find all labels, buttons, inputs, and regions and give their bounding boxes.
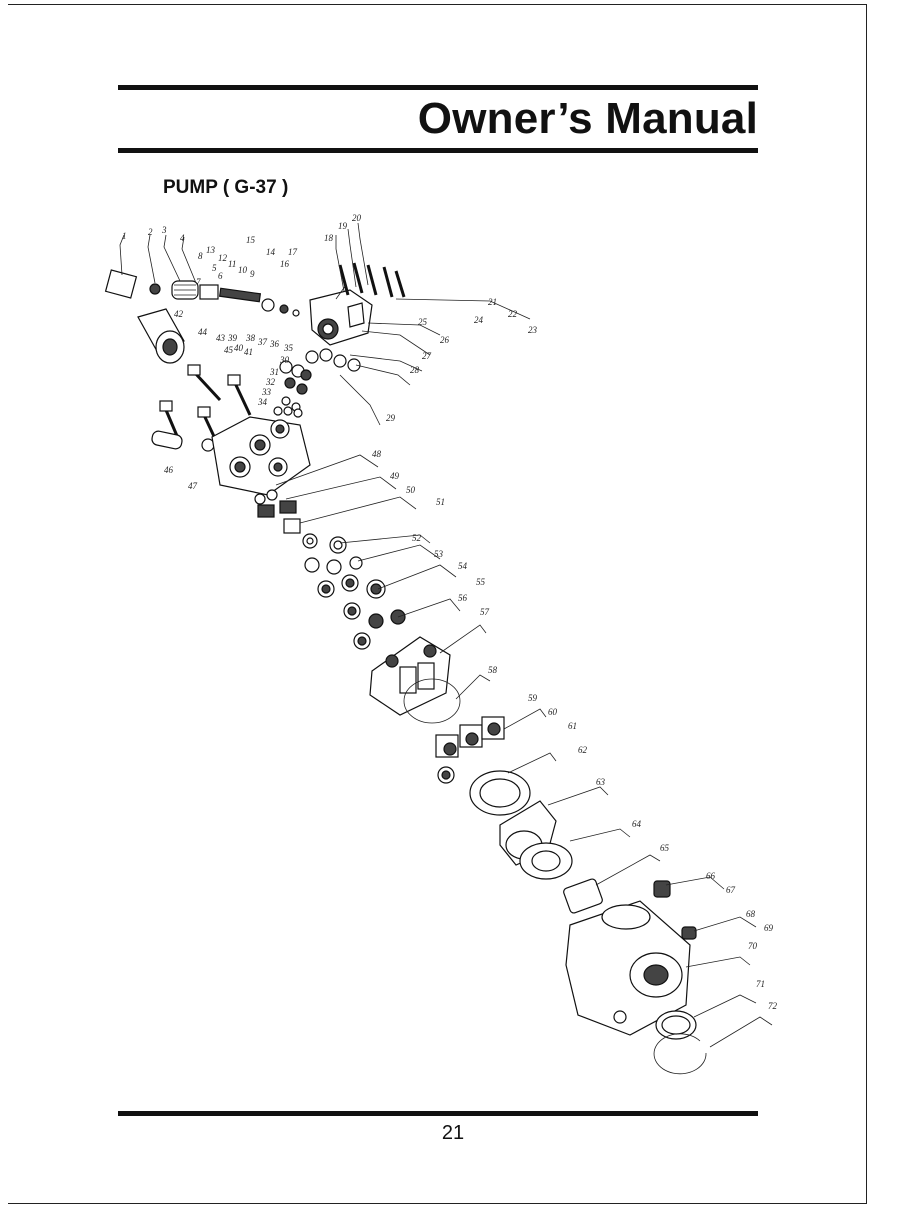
part-number: 44 [198,327,208,337]
part-number: 14 [266,247,276,257]
part-number: 23 [528,325,538,335]
part-number: 24 [474,315,484,325]
part-number: 43 [216,333,226,343]
part-number: 36 [269,339,280,349]
part-number: 3 [161,225,167,235]
part-number: 37 [257,337,268,347]
part-number: 63 [596,777,606,787]
header-rule-bottom [118,148,758,153]
part-number: 35 [283,343,294,353]
part-number: 64 [632,819,642,829]
part-number: 39 [227,333,238,343]
part-number: 12 [218,253,228,263]
part-number: 41 [244,347,253,357]
part-number: 54 [458,561,468,571]
part-number: 29 [386,413,396,423]
part-number: 61 [568,721,577,731]
footer-rule [118,1111,758,1116]
page-border-bottom [8,1203,866,1204]
part-number: 11 [228,259,236,269]
exploded-pump-diagram: 1 2 3 4 5 6 7 8 9 10 11 12 13 14 15 16 1… [104,213,778,1075]
part-number: 55 [476,577,486,587]
part-number: 50 [406,485,416,495]
part-number: 67 [726,885,736,895]
page-number: 21 [441,1122,465,1144]
part-number: 8 [198,251,203,261]
part-number: 46 [164,465,174,475]
part-number: 30 [279,355,290,365]
part-number: 22 [508,309,518,319]
part-number: 49 [390,471,400,481]
part-number: 7 [196,277,201,287]
part-number: 34 [257,397,268,407]
part-number: 60 [548,707,558,717]
part-number: 40 [234,343,244,353]
part-number: 15 [246,235,256,245]
part-number: 28 [410,365,420,375]
part-number: 27 [422,351,432,361]
part-number: 17 [288,247,298,257]
diagram-part-numbers: 1 2 3 4 5 6 7 8 9 10 11 12 13 14 15 16 1… [122,213,778,1011]
part-number: 59 [528,693,538,703]
part-number: 62 [578,745,588,755]
part-number: 38 [245,333,256,343]
diagram-leader-lines [119,222,773,1048]
page-border-top [8,4,866,5]
part-number: 68 [746,909,756,919]
part-number: 1 [122,231,127,241]
part-number: 71 [756,979,765,989]
part-number: 6 [218,271,223,281]
section-title: PUMP ( G-37 ) [163,177,289,198]
part-number: 32 [265,377,276,387]
page-title: Owner’s Manual [417,94,758,143]
part-number: 18 [324,233,334,243]
diagram-parts [104,262,707,1075]
part-number: 25 [418,317,428,327]
part-number: 69 [764,923,774,933]
part-number: 51 [436,497,445,507]
part-number: 19 [338,221,348,231]
part-number: 48 [372,449,382,459]
part-number: 21 [488,297,497,307]
part-number: 56 [458,593,468,603]
part-number: 10 [238,265,248,275]
part-number: 16 [280,259,290,269]
part-number: 70 [748,941,758,951]
part-number: 33 [261,387,272,397]
part-number: 26 [440,335,450,345]
part-number: 52 [412,533,422,543]
part-number: 58 [488,665,498,675]
part-number: 57 [480,607,490,617]
part-number: 53 [434,549,444,559]
part-number: 20 [352,213,362,223]
part-number: 66 [706,871,716,881]
part-number: 45 [224,345,234,355]
part-number: 9 [250,269,255,279]
part-number: 5 [212,263,217,273]
part-number: 4 [180,233,185,243]
part-number: 2 [148,227,153,237]
part-number: 31 [269,367,279,377]
part-number: 42 [174,309,184,319]
part-number: 13 [206,245,216,255]
page-border-right [866,4,867,1204]
part-number: 72 [768,1001,778,1011]
header-rule-top [118,85,758,90]
part-number: 65 [660,843,670,853]
part-number: 47 [188,481,198,491]
